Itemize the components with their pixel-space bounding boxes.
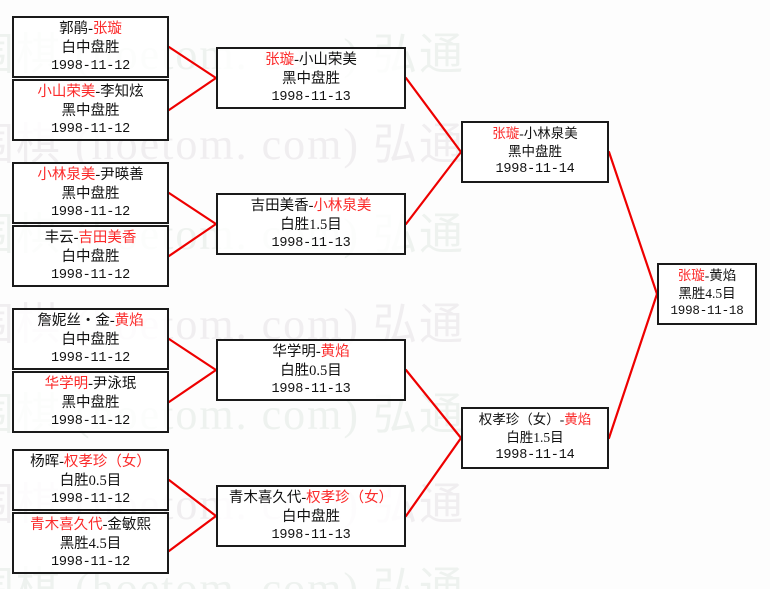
match-date: 1998-11-18 <box>670 303 744 318</box>
match-players: 小山荣美-李知炫 <box>37 84 144 100</box>
match-result: 黑中盘胜 <box>508 143 562 159</box>
match-date: 1998-11-12 <box>50 59 130 75</box>
match-players: 张璇-黄焰 <box>677 268 737 283</box>
connector-r1-m7 <box>167 478 218 518</box>
match-result: 黑中盘胜 <box>61 186 120 203</box>
match-result: 黑中盘胜 <box>282 71 340 88</box>
match-players: 小林泉美-尹暎善 <box>37 167 144 183</box>
connector-r1-m2 <box>167 76 218 112</box>
match-box-r3-2[interactable]: 权孝珍（女）-黄焰 白胜1.5目 1998-11-14 <box>461 407 609 469</box>
match-players: 杨晖-权孝珍（女） <box>30 454 151 470</box>
match-result: 黑中盘胜 <box>61 103 120 120</box>
match-date: 1998-11-12 <box>50 492 130 508</box>
match-box-r1-2[interactable]: 小山荣美-李知炫 黑中盘胜 1998-11-12 <box>12 79 169 141</box>
match-players: 张璇-小山荣美 <box>265 52 357 68</box>
match-box-r1-6[interactable]: 华学明-尹泳珉 黑中盘胜 1998-11-12 <box>12 371 169 433</box>
match-result: 黑中盘胜 <box>61 395 120 412</box>
match-result: 白胜1.5目 <box>506 429 564 445</box>
match-box-r3-1[interactable]: 张璇-小林泉美 黑中盘胜 1998-11-14 <box>461 121 609 183</box>
match-result: 白胜0.5目 <box>59 473 122 490</box>
match-players: 青木喜久代-金敏熙 <box>30 517 151 533</box>
match-players: 华学明-黄焰 <box>272 344 350 360</box>
match-result: 黑胜4.5目 <box>59 536 122 553</box>
connector-r2-m2 <box>404 150 463 226</box>
match-date: 1998-11-12 <box>50 351 130 367</box>
connector-r1-m1 <box>167 45 218 80</box>
match-players: 吉田美香-小林泉美 <box>250 198 372 214</box>
match-players: 詹妮丝・金-黄焰 <box>37 313 144 329</box>
match-date: 1998-11-13 <box>271 236 351 252</box>
match-result: 白中盘胜 <box>61 332 120 349</box>
match-box-r1-1[interactable]: 郭鹃-张璇 白中盘胜 1998-11-12 <box>12 16 169 78</box>
match-result: 白胜0.5目 <box>280 363 342 380</box>
connector-r1-m8 <box>167 514 218 553</box>
match-result: 黑胜4.5目 <box>678 285 736 301</box>
match-date: 1998-11-12 <box>50 205 130 221</box>
match-players: 张璇-小林泉美 <box>492 126 578 141</box>
connector-r3-m2 <box>607 292 659 440</box>
match-date: 1998-11-12 <box>50 414 130 430</box>
match-box-final[interactable]: 张璇-黄焰 黑胜4.5目 1998-11-18 <box>657 263 757 325</box>
match-box-r1-5[interactable]: 詹妮丝・金-黄焰 白中盘胜 1998-11-12 <box>12 308 169 370</box>
connector-r2-m1 <box>404 76 463 154</box>
connector-r2-m3 <box>404 368 463 440</box>
match-date: 1998-11-12 <box>50 268 130 284</box>
match-box-r2-1[interactable]: 张璇-小山荣美 黑中盘胜 1998-11-13 <box>216 47 406 109</box>
match-result: 白中盘胜 <box>61 249 120 266</box>
match-players: 丰云-吉田美香 <box>44 230 137 246</box>
connector-r3-m1 <box>607 150 659 296</box>
connector-r1-m3 <box>167 191 218 226</box>
match-date: 1998-11-13 <box>271 528 351 544</box>
match-date: 1998-11-13 <box>271 90 351 106</box>
match-box-r1-4[interactable]: 丰云-吉田美香 白中盘胜 1998-11-12 <box>12 225 169 287</box>
match-players: 权孝珍（女）-黄焰 <box>478 412 592 427</box>
match-box-r2-4[interactable]: 青木喜久代-权孝珍（女） 白中盘胜 1998-11-13 <box>216 485 406 547</box>
match-players: 华学明-尹泳珉 <box>44 376 137 392</box>
match-result: 白胜1.5目 <box>280 217 342 234</box>
connector-r2-m4 <box>404 436 463 518</box>
connector-r1-m4 <box>167 222 218 258</box>
match-box-r1-3[interactable]: 小林泉美-尹暎善 黑中盘胜 1998-11-12 <box>12 162 169 224</box>
match-box-r2-2[interactable]: 吉田美香-小林泉美 白胜1.5目 1998-11-13 <box>216 193 406 255</box>
match-date: 1998-11-14 <box>495 447 575 463</box>
connector-r1-m6 <box>167 368 218 404</box>
match-box-r2-3[interactable]: 华学明-黄焰 白胜0.5目 1998-11-13 <box>216 339 406 401</box>
match-players: 郭鹃-张璇 <box>59 21 122 37</box>
match-players: 青木喜久代-权孝珍（女） <box>228 490 394 506</box>
match-result: 白中盘胜 <box>61 40 120 57</box>
match-box-r1-7[interactable]: 杨晖-权孝珍（女） 白胜0.5目 1998-11-12 <box>12 449 169 511</box>
match-box-r1-8[interactable]: 青木喜久代-金敏熙 黑胜4.5目 1998-11-12 <box>12 512 169 574</box>
connector-r1-m5 <box>167 337 218 372</box>
match-result: 白中盘胜 <box>282 509 340 526</box>
match-date: 1998-11-14 <box>495 161 575 177</box>
match-date: 1998-11-13 <box>271 382 351 398</box>
match-date: 1998-11-12 <box>50 122 130 138</box>
match-date: 1998-11-12 <box>50 555 130 571</box>
